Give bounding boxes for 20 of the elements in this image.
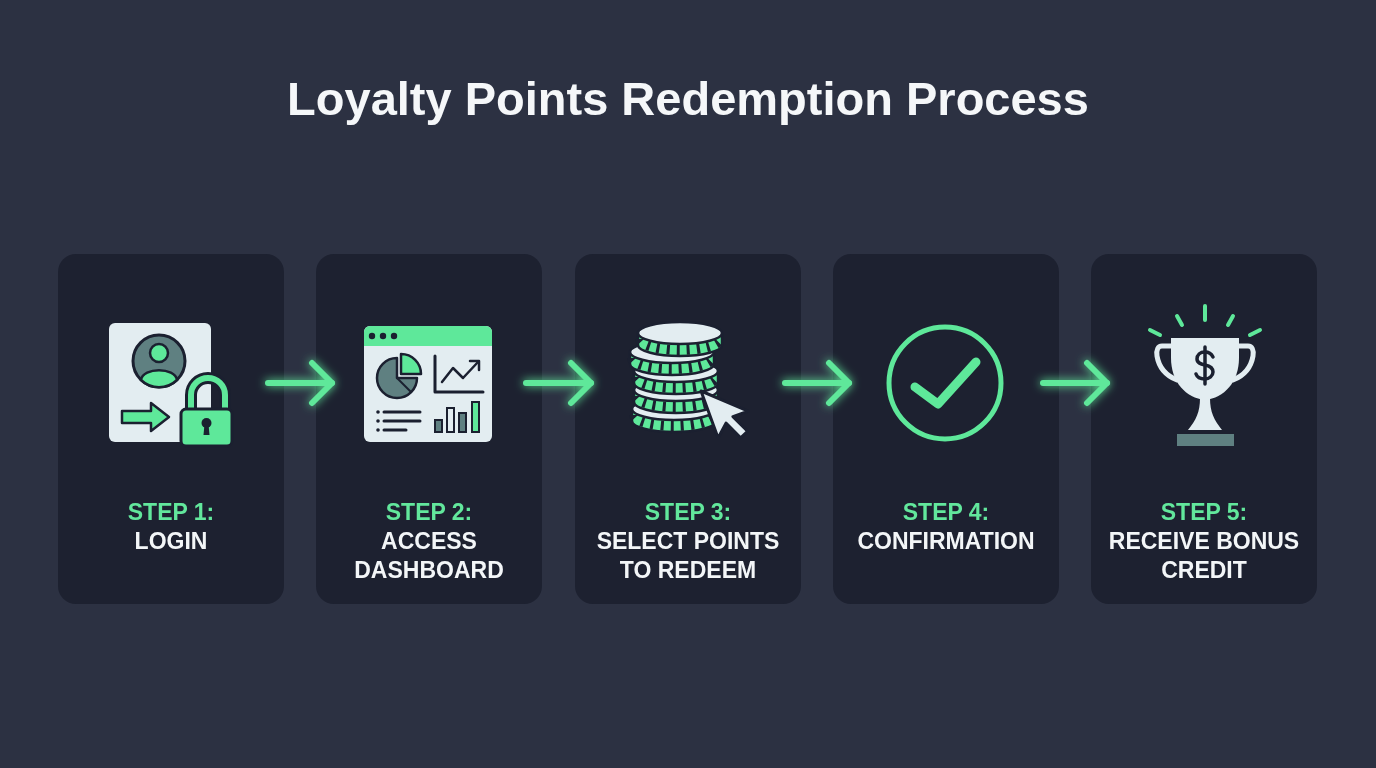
- step-title: ACCESS DASHBOARD: [353, 527, 505, 585]
- step-title: LOGIN: [134, 527, 208, 556]
- step-card: [58, 254, 284, 604]
- step-number: STEP 4:: [902, 498, 990, 527]
- step-title: RECEIVE BONUS CREDIT: [1107, 527, 1301, 585]
- arrow: [1040, 360, 1110, 406]
- arrow: [265, 360, 335, 406]
- step-card: [1091, 254, 1317, 604]
- step-title: SELECT POINTS TO REDEEM: [595, 527, 781, 585]
- step-number: STEP 2:: [385, 498, 473, 527]
- step-title: CONFIRMATION: [857, 527, 1035, 556]
- step-card: [575, 254, 801, 604]
- arrow: [523, 360, 594, 406]
- step-number: STEP 5:: [1160, 498, 1248, 527]
- step-number: STEP 1:: [127, 498, 215, 527]
- diagram-title: Loyalty Points Redemption Process: [287, 71, 1089, 127]
- step-number: STEP 3:: [644, 498, 732, 527]
- step-card: [316, 254, 542, 604]
- arrow: [782, 360, 852, 406]
- step-card: [833, 254, 1059, 604]
